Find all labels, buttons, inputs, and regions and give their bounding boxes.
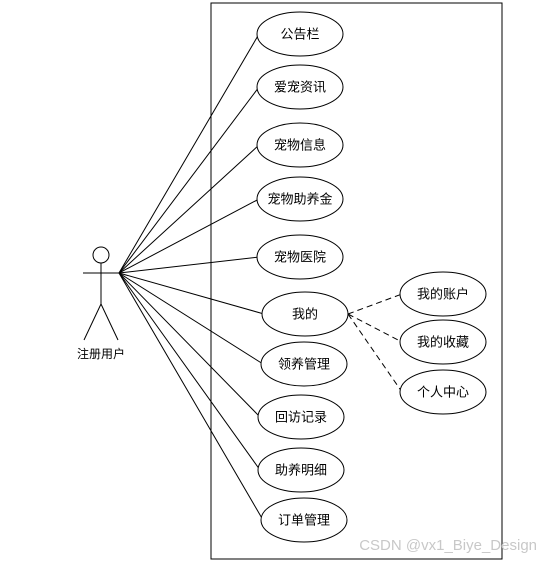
association-pet-news xyxy=(118,86,260,274)
actor-left-leg xyxy=(83,303,102,341)
association-pet-info xyxy=(118,144,260,274)
system-boundary xyxy=(210,2,503,560)
use-case-pet-fund[interactable]: 宠物助养金 xyxy=(256,176,344,222)
use-case-ellipse xyxy=(257,447,345,493)
sub-use-case-ellipse xyxy=(399,319,487,365)
use-case-pet-news[interactable]: 爱宠资讯 xyxy=(256,64,344,110)
actor-head xyxy=(92,246,110,264)
use-case-ellipse xyxy=(256,64,344,110)
association-revisit-record xyxy=(118,272,261,418)
use-case-ellipse xyxy=(256,234,344,280)
use-case-label: 领养管理 xyxy=(278,357,330,373)
use-case-ellipse xyxy=(260,341,348,387)
use-case-label: 助养明细 xyxy=(275,463,327,479)
use-case-ellipse xyxy=(256,176,344,222)
use-case-label: 宠物医院 xyxy=(274,250,326,266)
sub-use-case-ellipse xyxy=(399,271,487,317)
use-case-bulletin[interactable]: 公告栏 xyxy=(256,11,344,57)
use-case-label: 我的 xyxy=(292,307,318,323)
sub-use-case-my-account[interactable]: 我的账户 xyxy=(399,271,487,317)
association-bulletin xyxy=(118,33,260,274)
association-pet-hospital xyxy=(118,256,260,274)
include-line-personal-center xyxy=(347,313,403,393)
use-case-ellipse xyxy=(260,497,348,543)
use-case-order-mgmt[interactable]: 订单管理 xyxy=(260,497,348,543)
actor-label: 注册用户 xyxy=(77,346,125,361)
sub-use-case-label: 我的账户 xyxy=(417,287,469,303)
use-case-label: 宠物助养金 xyxy=(267,192,332,208)
sub-use-case-my-favorites[interactable]: 我的收藏 xyxy=(399,319,487,365)
association-support-detail xyxy=(118,272,261,471)
use-case-mine[interactable]: 我的 xyxy=(261,291,349,337)
use-case-label: 爱宠资讯 xyxy=(274,80,326,96)
sub-use-case-label: 个人中心 xyxy=(417,386,469,401)
use-case-adoption-mgmt[interactable]: 领养管理 xyxy=(260,341,348,387)
use-case-pet-info[interactable]: 宠物信息 xyxy=(256,122,344,168)
use-case-pet-hospital[interactable]: 宠物医院 xyxy=(256,234,344,280)
sub-use-case-personal-center[interactable]: 个人中心 xyxy=(399,369,487,415)
watermark: CSDN @vx1_Biye_Design xyxy=(359,537,537,554)
association-order-mgmt xyxy=(118,272,264,521)
include-line-my-favorites xyxy=(347,313,403,343)
association-pet-fund xyxy=(118,198,260,274)
use-case-revisit-record[interactable]: 回访记录 xyxy=(257,394,345,440)
use-case-label: 订单管理 xyxy=(278,514,330,529)
actor-right-leg xyxy=(100,303,119,341)
association-lines xyxy=(118,33,265,521)
include-lines xyxy=(347,293,403,393)
use-case-support-detail[interactable]: 助养明细 xyxy=(257,447,345,493)
use-case-ellipse xyxy=(256,122,344,168)
association-adoption-mgmt xyxy=(118,272,264,365)
use-case-label: 回访记录 xyxy=(275,411,327,426)
use-case-label: 宠物信息 xyxy=(274,138,326,154)
use-case-ellipse xyxy=(256,11,344,57)
sub-use-case-label: 我的收藏 xyxy=(417,335,469,351)
include-line-my-account xyxy=(347,293,403,315)
actor-registered-user: 注册用户 xyxy=(77,246,125,361)
use-case-label: 公告栏 xyxy=(280,28,319,43)
sub-use-case-ellipse xyxy=(399,369,487,415)
use-case-ellipse xyxy=(257,394,345,440)
association-mine xyxy=(118,272,265,315)
